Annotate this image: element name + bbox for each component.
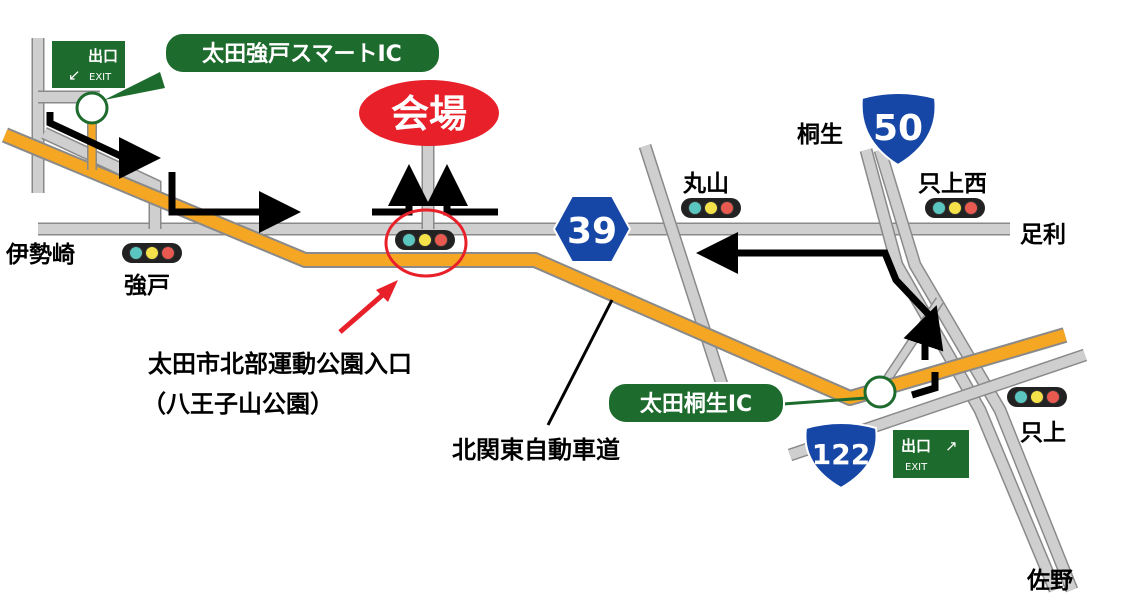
place-label-goudo: 強戸 — [124, 273, 170, 299]
venue-marker: 会場 — [359, 80, 499, 146]
route-122-shield: 122 — [804, 422, 878, 490]
svg-text:太田強戸スマートIC: 太田強戸スマートIC — [202, 41, 402, 67]
route-arrow-venue-right — [426, 164, 498, 216]
route-39-shield: 39 — [552, 195, 632, 263]
park-entrance-highlight — [384, 208, 468, 278]
traffic-light-icon — [680, 197, 742, 219]
exit-sign-west-jp: 出口 — [88, 47, 118, 65]
traffic-light-icon — [394, 229, 456, 251]
park-entrance-label: 太田市北部運動公園入口 — [148, 350, 412, 378]
route-arrow-kiryu-ic — [910, 372, 939, 399]
svg-text:太田桐生IC: 太田桐生IC — [640, 392, 752, 417]
route-arrow-goudo — [168, 172, 301, 233]
smart-ic-marker — [75, 91, 109, 125]
place-label-isesaki: 伊勢崎 — [5, 241, 75, 268]
place-label-maruyama: 丸山 — [682, 171, 729, 197]
exit-sign-east-en: EXIT — [905, 462, 928, 473]
traffic-light-icon — [924, 197, 986, 219]
venue-label: 会場 — [391, 92, 467, 136]
smart-ic-label: 太田強戸スマートIC — [164, 32, 441, 74]
exit-arrow-sw-icon: ↙ — [68, 66, 81, 84]
route-50-shield: 50 — [860, 92, 937, 167]
route-arrow-smart-ic — [46, 112, 161, 179]
park-pointer-arrow — [338, 280, 398, 334]
exit-sign-west-en: EXIT — [89, 72, 112, 83]
exit-sign-west: 出口 ↙ EXIT — [52, 41, 125, 88]
svg-text:50: 50 — [873, 108, 923, 149]
place-label-ashikaga: 足利 — [1020, 222, 1066, 248]
place-label-kiryu: 桐生 — [797, 121, 843, 148]
traffic-light-icon — [121, 242, 183, 264]
expressway-leader-line — [546, 299, 614, 426]
exit-sign-east: 出口 ↗ EXIT — [893, 430, 969, 478]
park-entrance-sublabel: （八王子山公園） — [142, 390, 334, 418]
kiryu-ic-marker — [863, 375, 897, 409]
route-arrow-to-west — [696, 232, 935, 321]
expressway-name-label: 北関東自動車道 — [452, 436, 620, 464]
traffic-light-icon — [1006, 386, 1068, 408]
place-label-sano: 佐野 — [1026, 568, 1073, 594]
svg-text:122: 122 — [812, 438, 870, 471]
route-arrow-venue-left — [372, 164, 430, 216]
place-label-tadakami: 只上 — [1020, 420, 1066, 446]
svg-text:39: 39 — [567, 211, 617, 252]
place-label-tadakami-nishi: 只上西 — [918, 171, 987, 197]
kiryu-ic-label: 太田桐生IC — [607, 382, 785, 424]
exit-sign-east-jp: 出口 — [901, 437, 931, 455]
exit-arrow-ne-icon: ↗ — [945, 437, 958, 455]
